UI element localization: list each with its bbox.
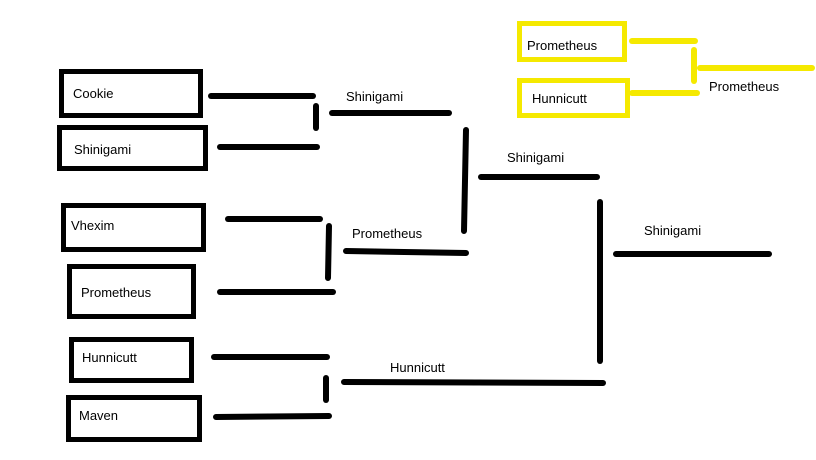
team-label: Vhexim — [71, 218, 115, 233]
team-label: Prometheus — [81, 285, 152, 300]
round2-winner-label: Prometheus — [352, 226, 423, 241]
team-label: Hunnicutt — [82, 350, 137, 365]
side-team-box-prometheus — [517, 21, 627, 62]
bracket-line — [213, 413, 332, 420]
team-box-cookie — [59, 69, 203, 118]
team-box-vhexim — [61, 203, 206, 252]
round2-winner-label: Hunnicutt — [390, 360, 445, 375]
team-label: Cookie — [73, 86, 114, 101]
team-label: Maven — [79, 408, 119, 423]
final-winner-label: Shinigami — [644, 223, 702, 238]
side-winner-label: Prometheus — [709, 79, 780, 94]
team-label: Shinigami — [74, 142, 132, 157]
team-box-shinigami — [57, 125, 208, 171]
round2-winner-label: Shinigami — [346, 89, 404, 104]
team-box-prometheus — [67, 264, 196, 319]
round3-winner-label: Shinigami — [507, 150, 565, 165]
side-team-box-hunnicutt — [517, 78, 630, 118]
bracket-line — [461, 127, 469, 234]
bracket-line — [343, 248, 469, 256]
team-box-hunnicutt — [69, 337, 194, 383]
team-box-maven — [66, 395, 202, 442]
bracket-line — [341, 379, 606, 386]
side-team-label: Prometheus — [527, 38, 598, 53]
bracket-line — [325, 223, 332, 281]
side-team-label: Hunnicutt — [532, 91, 587, 106]
